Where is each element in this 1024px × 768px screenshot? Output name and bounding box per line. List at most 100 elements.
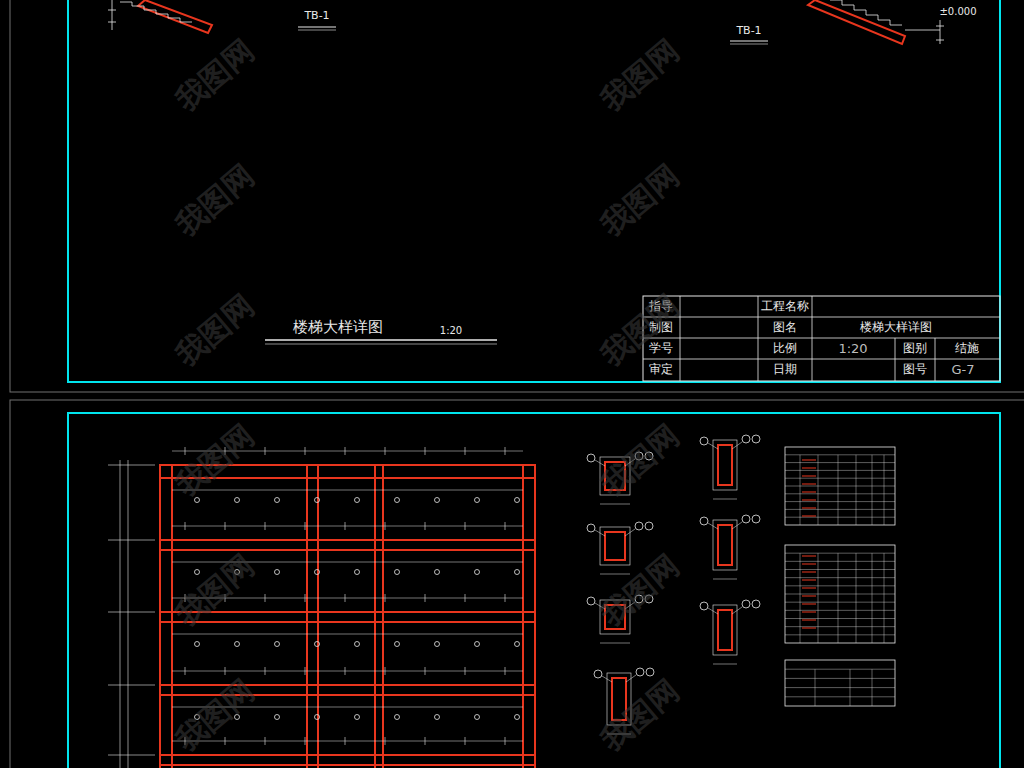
dimension-line — [713, 499, 737, 500]
dimension-tick — [385, 594, 386, 602]
frame-column — [307, 465, 318, 768]
table-rule — [800, 455, 801, 525]
dimension-tick — [225, 667, 226, 675]
rebar-circle — [515, 570, 520, 575]
table-rule — [856, 553, 857, 643]
rebar-circle — [275, 498, 280, 503]
table-rule — [785, 553, 895, 554]
rebar-sketch — [802, 476, 816, 477]
leader-line — [626, 675, 636, 682]
rebar-sketch — [802, 508, 816, 509]
rebar-circle — [700, 602, 708, 610]
watermark: 我图网 — [170, 418, 260, 501]
rebar-sketch — [802, 556, 816, 557]
rebar-circle — [742, 435, 750, 443]
rebar-sketch — [802, 604, 816, 605]
rebar-circle — [742, 515, 750, 523]
rebar-sketch — [802, 572, 816, 573]
level-tick — [108, 685, 155, 686]
section-outline — [600, 527, 630, 565]
sheet-border — [10, 400, 1024, 768]
dimension-tick — [265, 447, 266, 455]
table-rule — [785, 585, 895, 586]
label-underline — [298, 27, 336, 28]
table-rule — [856, 455, 857, 525]
table-rule — [850, 669, 851, 706]
table-rule — [895, 338, 896, 381]
table-cell: 图号 — [903, 363, 927, 376]
dimension-tick — [108, 22, 116, 23]
table-rule — [785, 594, 895, 595]
beam-section — [718, 525, 732, 565]
rebar-circle — [355, 570, 360, 575]
frame-beam — [160, 540, 535, 550]
rebar-sketch — [802, 460, 816, 461]
level-axis — [120, 460, 121, 768]
dimension-tick — [425, 737, 426, 745]
rebar-circle — [195, 642, 200, 647]
rebar-circle — [645, 522, 653, 530]
stair-slab — [808, 0, 905, 44]
watermark: 我图网 — [170, 548, 260, 631]
dimension-tick — [465, 447, 466, 455]
leader-line — [595, 530, 605, 536]
dimension-line — [172, 526, 523, 527]
table-rule — [872, 669, 873, 706]
rebar-circle — [395, 642, 400, 647]
leader-line — [595, 460, 605, 466]
rebar-circle — [646, 668, 654, 676]
table-rule — [815, 669, 816, 706]
dimension-tick — [465, 737, 466, 745]
dimension-tick — [265, 594, 266, 602]
rebar-sketch — [802, 580, 816, 581]
beam-section — [605, 532, 625, 560]
rebar-circle — [475, 715, 480, 720]
table-rule — [785, 478, 895, 479]
dimension-tick — [425, 447, 426, 455]
table-rule — [785, 561, 895, 562]
drawing-label: TB-1 — [736, 25, 761, 37]
table-rule — [785, 454, 895, 455]
rebar-circle — [635, 522, 643, 530]
level-tick — [108, 755, 155, 756]
title-block — [643, 296, 1000, 381]
table-rule — [643, 317, 1000, 318]
dimension-line — [713, 579, 737, 580]
dimension-line — [172, 671, 523, 672]
rebar-line — [172, 490, 523, 491]
leader-line — [732, 607, 742, 614]
level-tick — [108, 612, 155, 613]
leader-line — [602, 676, 612, 682]
table-rule — [785, 470, 895, 471]
table-cell: 1:20 — [838, 342, 867, 356]
dimension-tick — [265, 522, 266, 530]
table-rule — [872, 455, 873, 525]
dimension-line — [600, 504, 630, 505]
dimension-tick — [225, 737, 226, 745]
dimension-tick — [385, 447, 386, 455]
table-cell: 学号 — [649, 342, 673, 355]
frame-beam — [160, 612, 535, 622]
label-underline — [730, 44, 768, 45]
rebar-circle — [235, 498, 240, 503]
rebar-circle — [395, 715, 400, 720]
rebar-circle — [195, 570, 200, 575]
table-rule — [785, 687, 895, 688]
table-rule — [643, 359, 1000, 360]
table-rule — [812, 296, 813, 381]
beam-section — [718, 610, 732, 650]
rebar-sketch — [802, 628, 816, 629]
frame-beam — [160, 755, 535, 765]
dimension-tick — [185, 667, 186, 675]
rebar-circle — [594, 670, 602, 678]
dimension-tick — [345, 667, 346, 675]
label-underline — [298, 30, 336, 31]
rebar-sketch — [802, 468, 816, 469]
watermark: 我图网 — [595, 418, 685, 501]
title-underline — [265, 344, 497, 345]
table-rule — [785, 486, 895, 487]
table-rule — [838, 553, 839, 643]
dimension-tick — [505, 594, 506, 602]
section-outline — [713, 520, 737, 570]
